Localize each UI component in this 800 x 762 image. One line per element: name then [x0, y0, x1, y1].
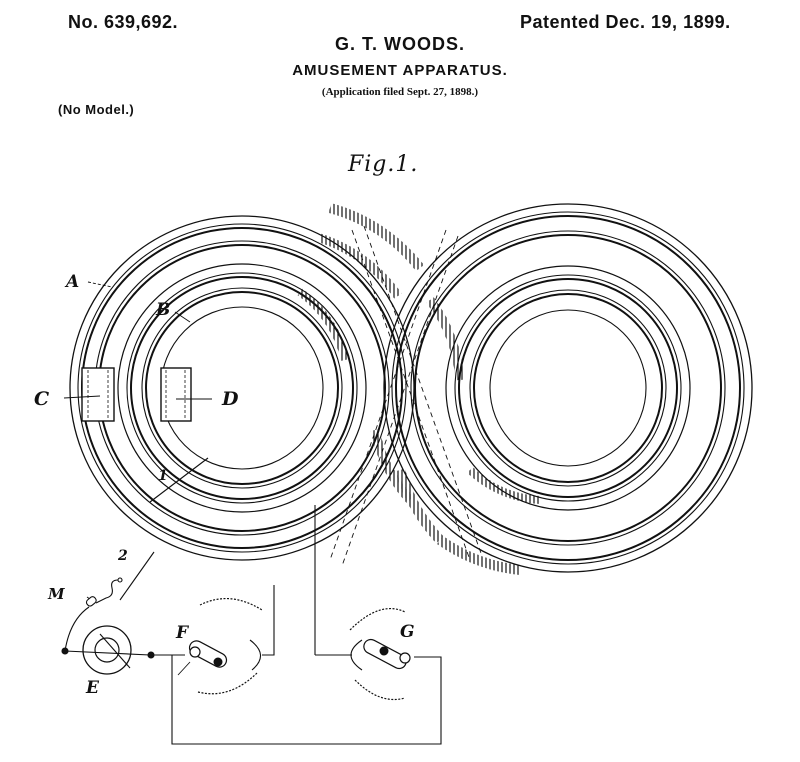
- label-d: D: [222, 388, 239, 410]
- inner-track-right: [445, 265, 691, 511]
- generator-e: [82, 625, 132, 675]
- contact-block-d: [160, 367, 192, 422]
- label-f: F: [176, 623, 189, 643]
- label-wire-1: 1: [158, 468, 168, 484]
- rheostat-f: [188, 597, 263, 695]
- application-date: (Application filed Sept. 27, 1898.): [321, 86, 479, 98]
- figure-eight-track: [61, 203, 753, 745]
- model-note: (No Model.): [58, 102, 135, 117]
- contact-block-c: [81, 367, 115, 422]
- label-leaders: [63, 281, 212, 676]
- crossover-hatching: [297, 203, 541, 575]
- crossover-hidden-lines: [329, 225, 483, 567]
- patent-number: No. 639,692.: [68, 12, 179, 32]
- patent-date: Patented Dec. 19, 1899.: [520, 12, 731, 32]
- circuit-wires: [61, 457, 442, 745]
- label-g: G: [400, 622, 415, 642]
- label-b: B: [156, 300, 171, 320]
- label-a: A: [66, 272, 80, 292]
- label-wire-2: 2: [118, 548, 128, 564]
- inventor-name: G. T. WOODS.: [334, 34, 465, 54]
- outer-track-right: [383, 203, 753, 573]
- label-e: E: [86, 678, 99, 698]
- figure-label: Fig.1.: [348, 152, 419, 177]
- rheostat-g: [349, 608, 411, 701]
- label-c: C: [34, 388, 50, 410]
- patent-title: AMUSEMENT APPARATUS.: [292, 62, 508, 79]
- label-m: M: [48, 585, 65, 603]
